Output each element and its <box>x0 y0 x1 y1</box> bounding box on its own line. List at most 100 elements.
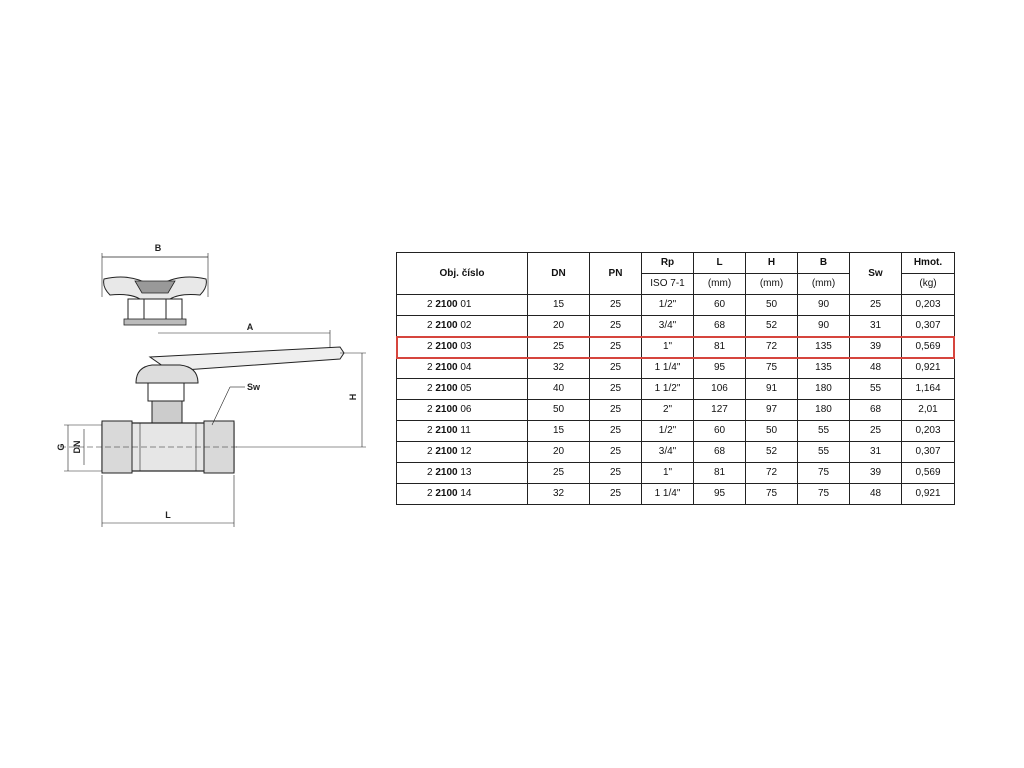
cell-dn: 15 <box>527 294 590 316</box>
dim-label-g: G <box>56 443 66 450</box>
cell-hmot: 0,921 <box>901 357 955 379</box>
cell-hmot: 0,203 <box>901 294 955 316</box>
dim-label-sw: Sw <box>247 382 261 392</box>
header-l: L <box>693 252 746 274</box>
valve-side-drawing <box>60 330 366 527</box>
cell-sw: 55 <box>849 378 902 400</box>
obj-series: 2100 <box>435 341 458 352</box>
cell-pn: 25 <box>589 378 642 400</box>
obj-series: 2100 <box>435 404 458 415</box>
cell-sw: 68 <box>849 399 902 421</box>
obj-prefix: 2 <box>427 299 433 310</box>
obj-suffix: 04 <box>460 362 472 373</box>
cell-obj: 2 2100 11 <box>396 420 528 442</box>
cell-dn: 32 <box>527 483 590 505</box>
cell-h: 97 <box>745 399 798 421</box>
cell-rp: 3/4" <box>641 441 694 463</box>
cell-l: 95 <box>693 483 746 505</box>
cell-pn: 25 <box>589 462 642 484</box>
obj-prefix: 2 <box>427 383 433 394</box>
cell-b: 55 <box>797 420 850 442</box>
cell-pn: 25 <box>589 315 642 337</box>
header-hmot-sub: (kg) <box>901 273 955 295</box>
cell-dn: 25 <box>527 336 590 358</box>
cell-b: 90 <box>797 294 850 316</box>
cell-l: 68 <box>693 441 746 463</box>
cell-l: 81 <box>693 336 746 358</box>
header-dn: DN <box>527 252 590 295</box>
obj-series: 2100 <box>435 299 458 310</box>
cell-rp: 1" <box>641 336 694 358</box>
cell-hmot: 0,569 <box>901 462 955 484</box>
cell-pn: 25 <box>589 420 642 442</box>
header-h-sub: (mm) <box>745 273 798 295</box>
valve-drawing: B A Sw H G DN L <box>56 243 366 527</box>
cell-dn: 50 <box>527 399 590 421</box>
header-l-sub: (mm) <box>693 273 746 295</box>
cell-h: 50 <box>745 294 798 316</box>
cell-l: 68 <box>693 315 746 337</box>
cell-hmot: 0,203 <box>901 420 955 442</box>
obj-prefix: 2 <box>427 446 433 457</box>
obj-prefix: 2 <box>427 425 433 436</box>
cell-rp: 1/2" <box>641 420 694 442</box>
cell-h: 52 <box>745 315 798 337</box>
obj-suffix: 02 <box>460 320 472 331</box>
obj-prefix: 2 <box>427 488 433 499</box>
header-b: B <box>797 252 850 274</box>
cell-h: 72 <box>745 336 798 358</box>
obj-series: 2100 <box>435 425 458 436</box>
dim-label-b: B <box>155 243 162 253</box>
cell-l: 60 <box>693 294 746 316</box>
cell-pn: 25 <box>589 336 642 358</box>
dim-label-dn: DN <box>72 441 82 454</box>
cell-sw: 25 <box>849 294 902 316</box>
cell-dn: 40 <box>527 378 590 400</box>
obj-suffix: 11 <box>460 425 471 436</box>
obj-suffix: 12 <box>460 446 472 457</box>
cell-rp: 1 1/2" <box>641 378 694 400</box>
obj-prefix: 2 <box>427 320 433 331</box>
cell-obj: 2 2100 12 <box>396 441 528 463</box>
header-obj: Obj. číslo <box>396 252 528 295</box>
dim-label-a: A <box>247 322 254 332</box>
cell-rp: 1/2" <box>641 294 694 316</box>
cell-obj: 2 2100 02 <box>396 315 528 337</box>
cell-b: 55 <box>797 441 850 463</box>
obj-prefix: 2 <box>427 467 433 478</box>
cell-sw: 39 <box>849 462 902 484</box>
obj-prefix: 2 <box>427 341 433 352</box>
cell-obj: 2 2100 14 <box>396 483 528 505</box>
cell-obj: 2 2100 06 <box>396 399 528 421</box>
obj-prefix: 2 <box>427 362 433 373</box>
cell-sw: 48 <box>849 483 902 505</box>
cell-h: 72 <box>745 462 798 484</box>
cell-obj: 2 2100 04 <box>396 357 528 379</box>
obj-suffix: 06 <box>460 404 472 415</box>
obj-series: 2100 <box>435 362 458 373</box>
cell-l: 106 <box>693 378 746 400</box>
cell-l: 60 <box>693 420 746 442</box>
header-h: H <box>745 252 798 274</box>
cell-pn: 25 <box>589 399 642 421</box>
header-hmot: Hmot. <box>901 252 955 274</box>
obj-series: 2100 <box>435 467 458 478</box>
cell-pn: 25 <box>589 441 642 463</box>
obj-series: 2100 <box>435 488 458 499</box>
obj-suffix: 05 <box>460 383 472 394</box>
cell-rp: 1 1/4" <box>641 357 694 379</box>
cell-hmot: 1,164 <box>901 378 955 400</box>
cell-sw: 31 <box>849 315 902 337</box>
cell-hmot: 0,569 <box>901 336 955 358</box>
cell-dn: 15 <box>527 420 590 442</box>
spec-table: Obj. číslo DN PN Rp L H B Sw Hmot. ISO 7… <box>396 252 955 505</box>
cell-sw: 39 <box>849 336 902 358</box>
cell-b: 180 <box>797 378 850 400</box>
